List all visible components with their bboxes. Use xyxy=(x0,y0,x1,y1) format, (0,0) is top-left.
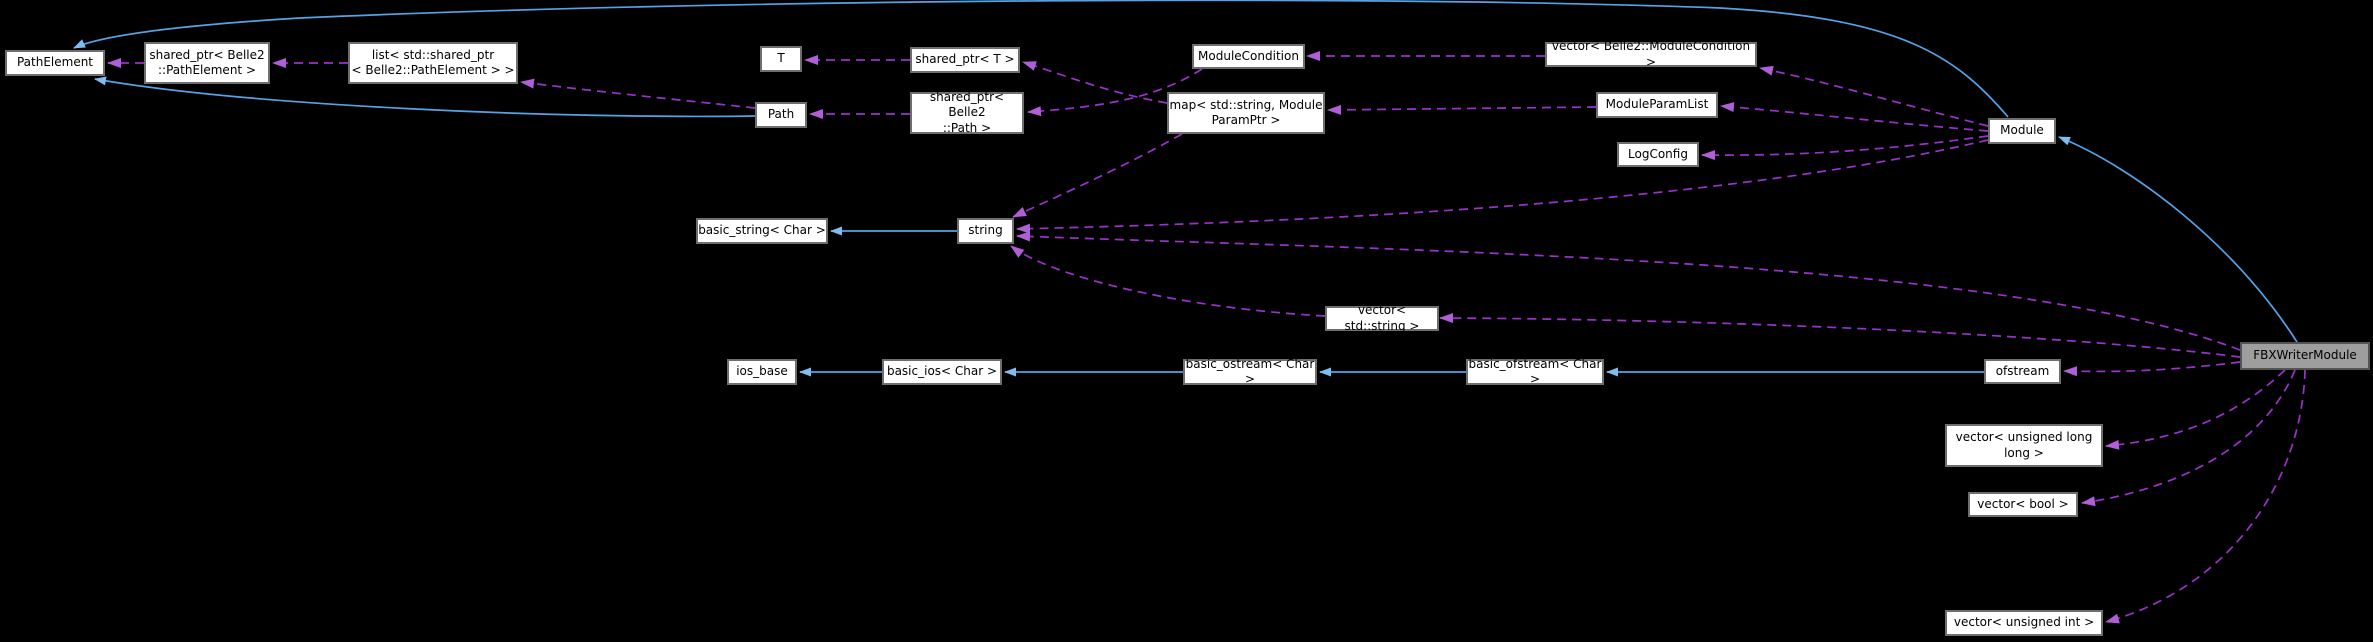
edge-module-pathelement xyxy=(73,0,2009,118)
node-map-param[interactable]: map< std::string, Module ParamPtr > xyxy=(1167,92,1325,134)
node-vector-unsigned-long-long[interactable]: vector< unsigned long long > xyxy=(1945,424,2103,467)
node-fbxwritermodule: FBXWriterModule xyxy=(2240,342,2370,370)
edge-fbxwritermodule-string xyxy=(1016,231,2241,351)
node-basic-ios[interactable]: basic_ios< Char > xyxy=(882,359,1002,385)
node-list-shared-ptr[interactable]: list< std::shared_ptr < Belle2::PathElem… xyxy=(348,42,518,84)
node-basic-string[interactable]: basic_string< Char > xyxy=(696,218,828,244)
node-t[interactable]: T xyxy=(760,46,802,72)
edge-fbxwritermodule-vectorull xyxy=(2105,369,2286,450)
edge-module-string xyxy=(1016,139,1989,234)
node-modulecondition[interactable]: ModuleCondition xyxy=(1192,44,1305,69)
node-ios-base[interactable]: ios_base xyxy=(727,359,797,385)
edge-module-logconfig xyxy=(1701,135,1989,161)
node-pathelement[interactable]: PathElement xyxy=(5,50,105,76)
edge-fbxwritermodule-ofstream xyxy=(2063,361,2241,377)
node-vector-modulecondition[interactable]: vector< Belle2::ModuleCondition > xyxy=(1545,39,1757,69)
node-vector-unsigned-int[interactable]: vector< unsigned int > xyxy=(1945,610,2103,636)
node-vector-bool[interactable]: vector< bool > xyxy=(1968,492,2078,517)
edge-path-pathelement xyxy=(94,76,756,118)
node-path[interactable]: Path xyxy=(755,102,807,128)
node-shared-ptr-pathelement[interactable]: shared_ptr< Belle2 ::PathElement > xyxy=(144,42,270,84)
node-vector-string[interactable]: vector< std::string > xyxy=(1325,303,1439,333)
node-shared-ptr-t[interactable]: shared_ptr< T > xyxy=(910,47,1020,73)
edge-module-moduleparamlist xyxy=(1720,102,1989,132)
edge-modulecondition-sharedptrpath xyxy=(1027,68,1203,117)
node-logconfig[interactable]: LogConfig xyxy=(1617,142,1699,167)
edge-path-list xyxy=(520,78,756,109)
edge-vectorstring-string xyxy=(1010,245,1326,317)
edge-map-string xyxy=(1012,133,1183,218)
node-module[interactable]: Module xyxy=(1988,118,2056,144)
node-shared-ptr-path[interactable]: shared_ptr< Belle2 ::Path > xyxy=(910,90,1024,135)
edge-fbxwritermodule-module xyxy=(2058,136,2298,343)
edge-fbxwritermodule-vectoruint xyxy=(2105,369,2306,624)
edge-fbxwritermodule-vectorstring xyxy=(1439,313,2241,358)
node-moduleparamlist[interactable]: ModuleParamList xyxy=(1596,92,1718,118)
edge-map-sharedptrt xyxy=(1022,61,1168,104)
node-string[interactable]: string xyxy=(957,218,1014,244)
node-ofstream[interactable]: ofstream xyxy=(1984,359,2061,384)
node-basic-ostream[interactable]: basic_ostream< Char > xyxy=(1183,357,1317,386)
edge-fbxwritermodule-vectorbool xyxy=(2081,369,2296,507)
edge-moduleparamlist-map xyxy=(1327,104,1597,115)
edge-module-vectormodulecondition xyxy=(1759,65,1989,127)
node-basic-ofstream[interactable]: basic_ofstream< Char > xyxy=(1466,357,1604,386)
